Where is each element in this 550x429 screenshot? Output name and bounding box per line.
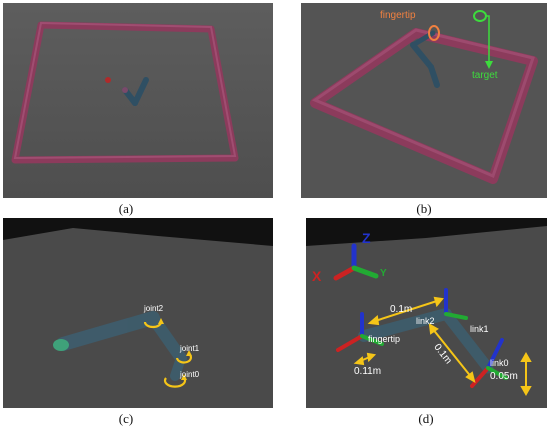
label-axis-x: X: [312, 268, 322, 284]
label-joint2: joint2: [144, 304, 164, 313]
dimension-arrows: [353, 296, 532, 397]
panel-d-image: [306, 218, 547, 408]
panel-c: joint2 joint1 joint0: [3, 218, 273, 408]
label-joint1: joint1: [180, 344, 200, 353]
label-fingertip: fingertip: [380, 10, 416, 21]
arena-wall: [310, 28, 538, 184]
caption-d: (d): [418, 411, 434, 426]
label-link0: link0: [490, 358, 509, 368]
label-dim-link0: 0.05m: [490, 371, 518, 382]
label-fingertip-d: fingertip: [368, 334, 401, 344]
label-dim-link2: 0.1m: [390, 304, 413, 315]
panel-b-image: [301, 3, 547, 198]
fingertip-ring: [428, 25, 440, 41]
label-joint0: joint0: [180, 370, 200, 379]
caption-c: (c): [118, 411, 134, 426]
caption-a: (a): [118, 201, 134, 216]
label-axis-y: Y: [380, 268, 387, 279]
label-axis-z: Z: [362, 230, 371, 246]
panel-c-image: [3, 218, 273, 408]
panel-d: Z X Y 0.1m link2 link1 0.1m fingertip 0.…: [306, 218, 547, 408]
panel-a: [3, 3, 273, 198]
label-target: target: [472, 70, 498, 81]
target-dot: [105, 77, 111, 83]
panel-a-image: [3, 3, 273, 198]
reacher-arm: [358, 308, 494, 374]
label-link1: link1: [470, 324, 489, 334]
local-frames: [336, 288, 508, 388]
fingertip-sphere: [53, 339, 69, 351]
label-link2: link2: [416, 316, 435, 326]
caption-b: (b): [416, 201, 432, 216]
panel-b: fingertip target: [301, 3, 547, 198]
world-axes: [333, 243, 379, 281]
label-dim-fingertip: 0.11m: [354, 366, 382, 377]
